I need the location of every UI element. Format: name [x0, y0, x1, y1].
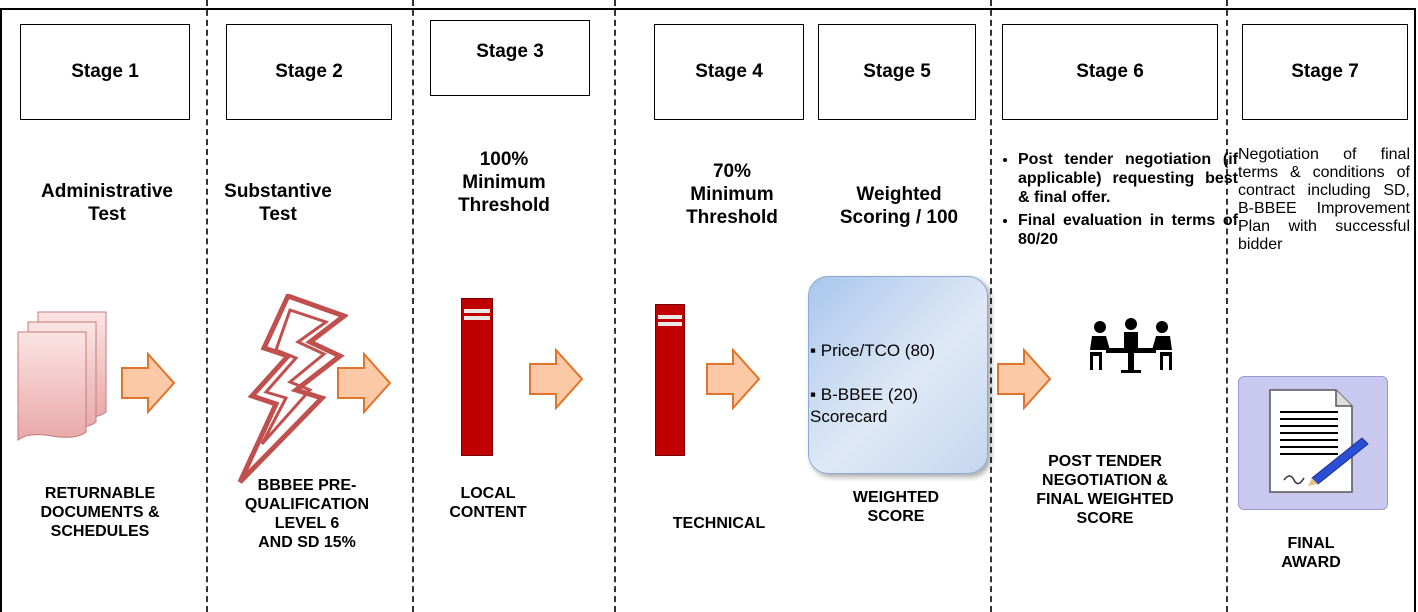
stage-4-title-line: 70% [712, 161, 752, 182]
arrow-right-icon [706, 348, 761, 410]
separator-1 [206, 0, 208, 612]
stage-3-title-line: Threshold [458, 195, 550, 216]
stage-3-title-line: 100% [479, 149, 529, 170]
stage-5-title-line: Weighted [856, 184, 942, 205]
stage-6-list-item: Post tender negotiation (if applicable) … [1018, 150, 1238, 207]
stage-7-box: Stage 7 [1242, 24, 1408, 120]
stage-4-title-line: Minimum [690, 184, 774, 205]
stage-2-caption-line: BBBEE PRE- [257, 477, 357, 494]
separator-5 [1226, 0, 1228, 612]
stage-3-caption-line: LOCAL [460, 485, 516, 502]
weighted-score-panel [808, 276, 988, 474]
stage-6-caption-line: POST TENDER [1048, 453, 1162, 470]
stage-6-box: Stage 6 [1002, 24, 1218, 120]
stage-3-caption-line: CONTENT [449, 504, 527, 521]
stage-2-caption-line: AND SD 15% [258, 534, 356, 551]
bbbee-bullet: ▪ B-BBEE (20) Scorecard [810, 385, 919, 426]
stage-6-list: Post tender negotiation (if applicable) … [998, 150, 1238, 249]
stage-2-caption-line: QUALIFICATION [244, 496, 370, 513]
stage-1-box: Stage 1 [20, 24, 190, 120]
meeting-icon [1090, 318, 1172, 373]
stage-2-caption-line: LEVEL 6 [274, 515, 340, 532]
stage-3-title-line: Minimum [462, 172, 546, 193]
separator-3 [614, 0, 616, 612]
outer-border [0, 8, 1416, 612]
stage-1-caption: RETURNABLE DOCUMENTS & SCHEDULES [10, 484, 190, 541]
stage-2-caption: BBBEE PRE- QUALIFICATION LEVEL 6 AND SD … [222, 476, 392, 552]
price-bullet: ▪ Price/TCO (80) [810, 341, 936, 360]
stage-3-title: 100% Minimum Threshold [430, 148, 578, 217]
document-pen-icon [1269, 389, 1369, 493]
arrow-right-icon [337, 352, 392, 414]
separator-2 [412, 0, 414, 612]
stage-6-caption-line: FINAL WEIGHTED [1036, 491, 1174, 508]
stage-5-title: Weighted Scoring / 100 [814, 183, 984, 229]
stage-6-caption: POST TENDER NEGOTIATION & FINAL WEIGHTED… [1010, 452, 1200, 528]
stage-7-description: Negotiation of final terms & conditions … [1238, 146, 1410, 253]
stage-7-caption: FINAL AWARD [1266, 534, 1356, 572]
stage-6-caption-line: NEGOTIATION & [1042, 472, 1168, 489]
price-bullet-text: Price/TCO (80) [820, 341, 936, 360]
technical-bar [655, 304, 685, 456]
separator-4 [990, 0, 992, 612]
stage-7-caption-line: FINAL [1287, 535, 1335, 552]
stage-4-title-line: Threshold [686, 207, 778, 228]
stage-5-caption-line: SCORE [867, 508, 925, 525]
stage-4-title: 70% Minimum Threshold [664, 160, 800, 229]
stage-6-caption-line: SCORE [1076, 510, 1134, 527]
stage-6-list-item: Final evaluation in terms of 80/20 [1018, 211, 1238, 249]
stage-2-title: Substantive Test [224, 181, 332, 225]
stage-1-caption-line: SCHEDULES [50, 523, 150, 540]
stage-4-box: Stage 4 [654, 24, 804, 120]
stage-7-caption-line: AWARD [1281, 554, 1341, 571]
lightning-bolt-icon [237, 294, 348, 484]
stage-3-caption: LOCAL CONTENT [428, 484, 548, 522]
stage-5-box: Stage 5 [818, 24, 976, 120]
stage-2-box: Stage 2 [226, 24, 392, 120]
arrow-right-icon [997, 348, 1052, 410]
arrow-right-icon [121, 352, 176, 414]
bbbee-bullet-text: B-BBEE (20) Scorecard [810, 385, 919, 426]
stage-1-caption-line: RETURNABLE [44, 485, 156, 502]
stage-1-caption-line: DOCUMENTS & [40, 504, 160, 521]
stage-4-caption: TECHNICAL [672, 515, 766, 532]
stage-1-title: Administrative Test [41, 181, 173, 225]
local-content-bar [461, 298, 493, 456]
documents-icon [17, 311, 107, 442]
arrow-right-icon [529, 348, 584, 410]
stage-5-caption: WEIGHTED SCORE [826, 488, 966, 526]
stage-3-box: Stage 3 [430, 20, 590, 96]
stage-5-title-line: Scoring / 100 [839, 207, 959, 228]
stage-5-caption-line: WEIGHTED [852, 489, 940, 506]
